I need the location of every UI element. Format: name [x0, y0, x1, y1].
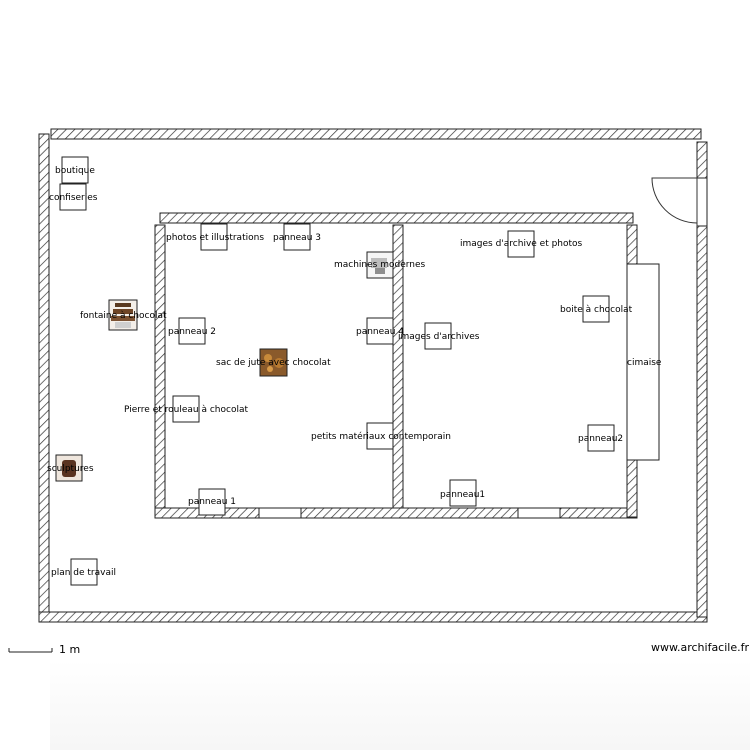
- label-boutique: boutique: [55, 166, 95, 176]
- wall-bottom: [38, 611, 708, 623]
- images-archives-box[interactable]: [424, 322, 452, 350]
- door-swing: [651, 177, 698, 224]
- label-petits-materiaux: petits matériaux contemporain: [311, 431, 451, 442]
- label-images-archive-photos: images d'archive et photos: [460, 239, 583, 249]
- wall-top: [50, 128, 702, 140]
- photos-illustrations-box[interactable]: [200, 223, 228, 251]
- confiseries-box[interactable]: [59, 183, 87, 211]
- inner-wall-top: [159, 212, 634, 224]
- label-confiseries: confiseries: [49, 193, 98, 203]
- label-boite: boite à chocolat: [560, 305, 633, 315]
- label-sac-de-jute: sac de jute avec chocolat: [216, 358, 331, 368]
- scale-bar: [8, 648, 53, 653]
- label-cimaise: cimaise: [627, 358, 662, 368]
- label-panneau2-right: panneau2: [578, 434, 623, 444]
- label-panneau1-right: panneau1: [440, 490, 485, 500]
- furniture: [59, 156, 615, 586]
- watermark[interactable]: www.archifacile.fr: [651, 641, 750, 654]
- scale-label: 1 m: [59, 643, 81, 656]
- door-opening: [696, 177, 708, 227]
- panneau1-right-box[interactable]: [449, 479, 477, 507]
- inner-wall-left: [154, 224, 166, 518]
- opening-left: [258, 507, 302, 519]
- sac-de-jute-picture[interactable]: [259, 348, 288, 377]
- label-panneau-4: panneau 4: [356, 327, 404, 337]
- inner-walls: [154, 212, 660, 519]
- label-panneau-3: panneau 3: [273, 233, 321, 243]
- images-archive-photos-box[interactable]: [507, 230, 535, 258]
- petits-materiaux-box[interactable]: [366, 422, 394, 450]
- label-machines: machines modernes: [334, 260, 426, 270]
- pierre-rouleau-box[interactable]: [172, 395, 200, 423]
- wall-left: [38, 133, 50, 623]
- opening-right: [517, 507, 561, 519]
- panneau-4-box[interactable]: [366, 317, 394, 345]
- plan-de-travail-box[interactable]: [70, 558, 98, 586]
- inner-wall-bottom: [154, 507, 638, 519]
- label-pierre: Pierre et rouleau à chocolat: [124, 405, 248, 415]
- panneau-1-left-box[interactable]: [198, 488, 226, 516]
- wall-right: [696, 141, 708, 618]
- boite-chocolat-box[interactable]: [582, 295, 610, 323]
- label-images-archives: images d'archives: [398, 332, 480, 342]
- boutique-box[interactable]: [61, 156, 89, 184]
- labels: boutique confiseries fontaine à chocolat…: [47, 166, 662, 578]
- label-panneau-1-left: panneau 1: [188, 497, 236, 507]
- cimaise-panel: [626, 263, 660, 461]
- label-sculptures: sculptures: [47, 464, 94, 474]
- outer-walls: [38, 128, 708, 623]
- label-photos-illustrations: photos et illustrations: [166, 233, 264, 243]
- label-plan-de-travail: plan de travail: [51, 568, 116, 578]
- partition-wall: [392, 224, 404, 509]
- panneau2-right-box[interactable]: [587, 424, 615, 452]
- label-fontaine: fontaine à chocolat: [80, 311, 167, 321]
- fontaine-picture[interactable]: [108, 299, 138, 331]
- panneau-3-box[interactable]: [283, 223, 311, 251]
- sculptures-picture[interactable]: [55, 454, 83, 482]
- panneau-2-left-box[interactable]: [178, 317, 206, 345]
- machines-picture[interactable]: [366, 251, 394, 279]
- label-panneau-2-left: panneau 2: [168, 327, 216, 337]
- footer-background: [50, 660, 750, 750]
